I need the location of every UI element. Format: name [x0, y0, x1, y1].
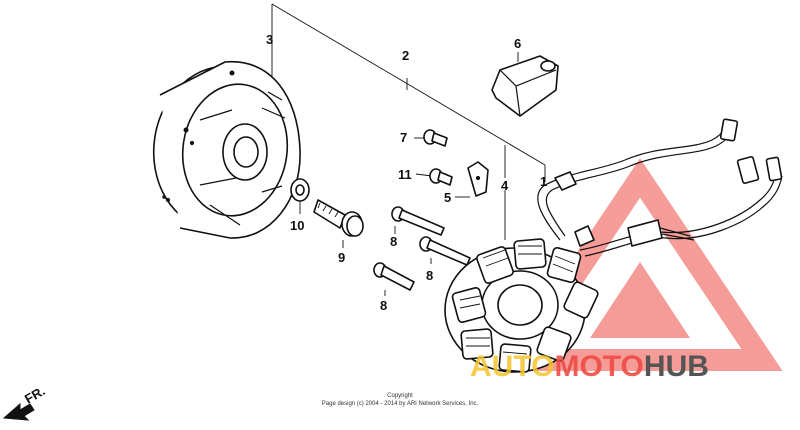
watermark-wordmark: AUTOMOTOHUB	[470, 350, 796, 384]
callout-8-a: 8	[390, 234, 397, 249]
bolt-8-b	[419, 236, 471, 266]
stator	[444, 238, 599, 373]
front-direction-label: FR.	[22, 383, 48, 406]
front-direction-arrow-icon	[2, 402, 35, 421]
bolt-8-c	[373, 262, 415, 291]
watermark-moto: MOTO	[554, 350, 644, 383]
callout-6: 6	[514, 36, 521, 51]
flywheel	[152, 60, 301, 239]
flange-bolt	[313, 199, 364, 237]
callout-2: 2	[402, 48, 409, 63]
callout-4: 4	[501, 178, 509, 193]
watermark-auto: AUTO	[470, 350, 555, 383]
callout-3: 3	[266, 32, 273, 47]
bolt-8-a	[391, 206, 445, 236]
callout-9: 9	[338, 250, 345, 265]
callout-1: 1	[540, 174, 547, 189]
wire-clamp	[467, 161, 489, 197]
watermark-triangle-logo	[497, 158, 783, 371]
grommet-bracket	[491, 55, 559, 117]
bolt-7	[423, 129, 448, 147]
washer	[290, 178, 310, 202]
copyright-line-1: Copyright	[387, 393, 413, 399]
bolt-11	[429, 168, 453, 186]
callout-5: 5	[444, 190, 451, 205]
leader-lines	[271, 3, 546, 296]
copyright-line-2: Page design (c) 2004 - 2014 by ARI Netwo…	[321, 401, 479, 407]
copyright-notice: Copyright Page design (c) 2004 - 2014 by…	[300, 392, 500, 408]
callout-7: 7	[400, 130, 407, 145]
watermark-hub: HUB	[643, 350, 709, 383]
callout-8-b: 8	[426, 268, 433, 283]
callout-8-c: 8	[380, 298, 387, 313]
callout-11: 11	[398, 167, 412, 182]
callout-10: 10	[290, 218, 304, 233]
wire-harness	[537, 118, 783, 257]
